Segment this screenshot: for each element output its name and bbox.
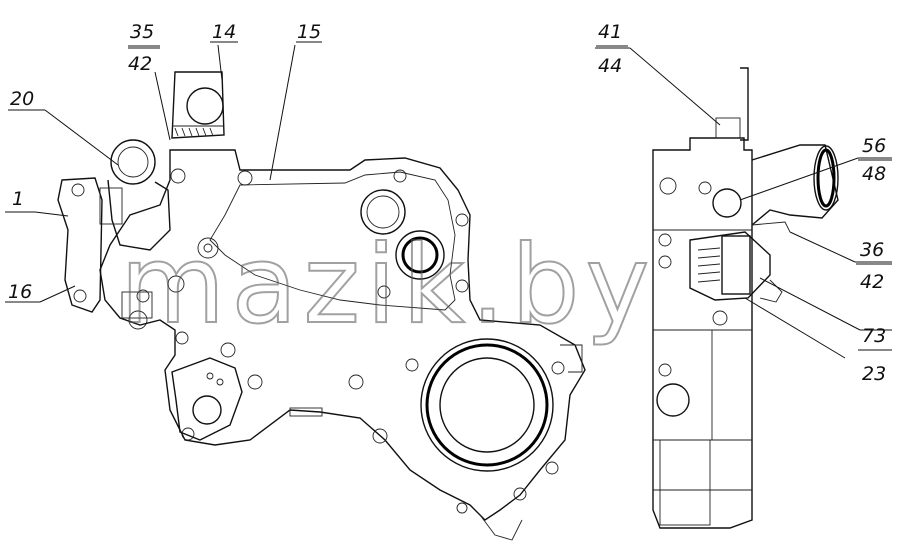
bolt-13 bbox=[348, 374, 364, 390]
callout-16: 16 bbox=[8, 281, 32, 303]
leader-14 bbox=[217, 44, 223, 81]
bolt-17 bbox=[545, 461, 559, 475]
leader-35 bbox=[154, 71, 171, 141]
lower-left-plate bbox=[171, 357, 243, 441]
left-bolt-bottom bbox=[73, 289, 87, 303]
callout-48: 48 bbox=[862, 163, 886, 185]
left-flange bbox=[57, 177, 103, 313]
callout-42-upper: 42 bbox=[128, 53, 152, 75]
bolt-7 bbox=[455, 213, 469, 227]
callout-labels: 35 42 14 15 20 1 16 41 44 56 48 36 42 73… bbox=[8, 21, 892, 385]
lower-port-seal bbox=[401, 236, 439, 274]
bolt-15 bbox=[551, 361, 565, 375]
seal-ring bbox=[425, 343, 549, 467]
callout-56: 56 bbox=[862, 135, 886, 157]
thermostat-housing bbox=[110, 139, 156, 185]
plate-bolt bbox=[181, 427, 195, 441]
seal-bore-inner bbox=[439, 357, 535, 453]
bolt-6 bbox=[393, 169, 407, 183]
callout-42-lower: 42 bbox=[860, 271, 884, 293]
plate-pin-1 bbox=[206, 372, 214, 380]
side-bolt-2 bbox=[698, 181, 712, 195]
bolt-18 bbox=[513, 487, 527, 501]
leader-36 bbox=[789, 231, 856, 263]
leader-16 bbox=[39, 285, 76, 303]
upper-port-inner bbox=[366, 195, 400, 229]
right-tab bbox=[560, 344, 583, 373]
leader-20 bbox=[44, 109, 119, 166]
thermostat-coils bbox=[697, 247, 721, 283]
housing-outline bbox=[99, 149, 586, 521]
bolt-1 bbox=[170, 168, 186, 184]
side-lower-block bbox=[659, 439, 711, 526]
bolt-10 bbox=[175, 331, 189, 345]
top-stud bbox=[740, 67, 749, 141]
callout-23: 23 bbox=[862, 363, 886, 385]
callout-73: 73 bbox=[862, 325, 886, 347]
leader-56 bbox=[739, 157, 859, 201]
leader-23 bbox=[744, 297, 846, 359]
side-bolt-4 bbox=[658, 255, 672, 269]
top-bracket bbox=[171, 71, 225, 139]
left-fitting bbox=[99, 187, 123, 225]
callout-41: 41 bbox=[598, 21, 622, 43]
leader-lines bbox=[5, 41, 892, 359]
housing-recess bbox=[209, 171, 456, 311]
leader-1 bbox=[34, 211, 69, 217]
thermostat-core bbox=[721, 235, 751, 295]
plate-pin-2 bbox=[216, 378, 224, 386]
upper-port bbox=[360, 189, 406, 235]
side-fitting bbox=[751, 221, 791, 233]
side-bolt-5 bbox=[658, 363, 672, 377]
callout-44: 44 bbox=[598, 55, 622, 77]
side-view bbox=[652, 67, 839, 529]
bracket-hole bbox=[186, 87, 224, 125]
seal-bore-outer bbox=[420, 338, 554, 472]
callout-20: 20 bbox=[10, 88, 34, 110]
bolt-2 bbox=[237, 170, 253, 186]
left-bolt-top bbox=[71, 183, 85, 197]
bolt-8 bbox=[455, 279, 469, 293]
lower-left-plate-hole bbox=[192, 395, 222, 425]
lower-lug bbox=[121, 291, 153, 319]
front-view bbox=[57, 71, 586, 541]
callout-14: 14 bbox=[212, 21, 236, 43]
leader-41 bbox=[629, 47, 721, 126]
bolt-11 bbox=[220, 342, 236, 358]
callout-15: 15 bbox=[297, 21, 321, 43]
callout-35: 35 bbox=[130, 21, 154, 43]
bolt-9 bbox=[377, 285, 391, 299]
side-bolt-6 bbox=[712, 310, 728, 326]
bolt-3 bbox=[197, 237, 219, 259]
bracket-hatching bbox=[174, 127, 214, 137]
bolt-19 bbox=[456, 502, 468, 514]
bolt-3-core bbox=[203, 243, 213, 253]
thermostat-body bbox=[107, 179, 171, 251]
lower-boss bbox=[289, 407, 323, 417]
thermostat-housing-inner bbox=[117, 146, 149, 178]
outlet-opening bbox=[813, 145, 839, 211]
callout-36: 36 bbox=[860, 239, 884, 261]
outlet-pipe bbox=[751, 144, 839, 226]
bolt-14 bbox=[405, 358, 419, 372]
leader-73 bbox=[759, 277, 861, 331]
top-nut bbox=[715, 117, 741, 139]
side-port bbox=[712, 188, 742, 218]
side-lower-port bbox=[656, 383, 690, 417]
watermark: mazik.by bbox=[120, 223, 655, 348]
side-bolt-3 bbox=[658, 233, 672, 247]
lower-lug-bolt bbox=[128, 310, 148, 330]
bolt-5 bbox=[136, 289, 150, 303]
lower-port bbox=[395, 230, 445, 280]
side-body bbox=[652, 137, 753, 529]
side-bolt-1 bbox=[659, 177, 677, 195]
bolt-4 bbox=[167, 275, 185, 293]
callout-1: 1 bbox=[12, 188, 24, 210]
outlet-seal bbox=[816, 148, 836, 208]
leader-15 bbox=[269, 44, 296, 181]
bottom-drain bbox=[479, 514, 523, 541]
bolt-12 bbox=[247, 374, 263, 390]
bolt-16 bbox=[372, 428, 388, 444]
